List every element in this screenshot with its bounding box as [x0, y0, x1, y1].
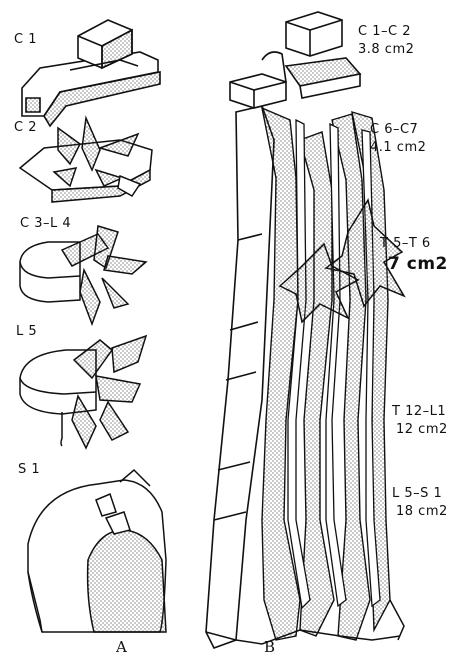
- region-area-t5t6: 7 cm2: [388, 254, 448, 274]
- region-area-c6c7: 4.1 cm2: [370, 140, 426, 155]
- c3l4-segment-drawing: [20, 226, 146, 324]
- level-label-l5: L 5: [16, 324, 37, 339]
- cervical-cap-block: [230, 12, 360, 108]
- level-label-s1: S 1: [18, 462, 40, 477]
- panel-label-a: A: [116, 638, 127, 656]
- region-label-c1c2: C 1–C 2: [358, 24, 411, 39]
- c2-segment-drawing: [20, 118, 152, 202]
- region-label-c6c7: C 6–C7: [370, 122, 418, 137]
- l5-segment-drawing: [20, 336, 146, 448]
- region-area-t12l1: 12 cm2: [396, 422, 448, 437]
- region-area-l5s1: 18 cm2: [396, 504, 448, 519]
- c1-segment-drawing: [22, 20, 160, 126]
- level-label-c1: C 1: [14, 32, 37, 47]
- s1-segment-drawing: [28, 470, 166, 632]
- column-white-strands: [288, 120, 380, 608]
- region-label-t12l1: T 12–L1: [392, 404, 446, 419]
- panel-label-b: B: [264, 638, 275, 656]
- region-label-t5t6: T 5–T 6: [380, 236, 431, 251]
- region-label-l5s1: L 5–S 1: [392, 486, 442, 501]
- level-label-c2: C 2: [14, 120, 37, 135]
- level-label-c3l4: C 3–L 4: [20, 216, 71, 231]
- region-area-c1c2: 3.8 cm2: [358, 42, 414, 57]
